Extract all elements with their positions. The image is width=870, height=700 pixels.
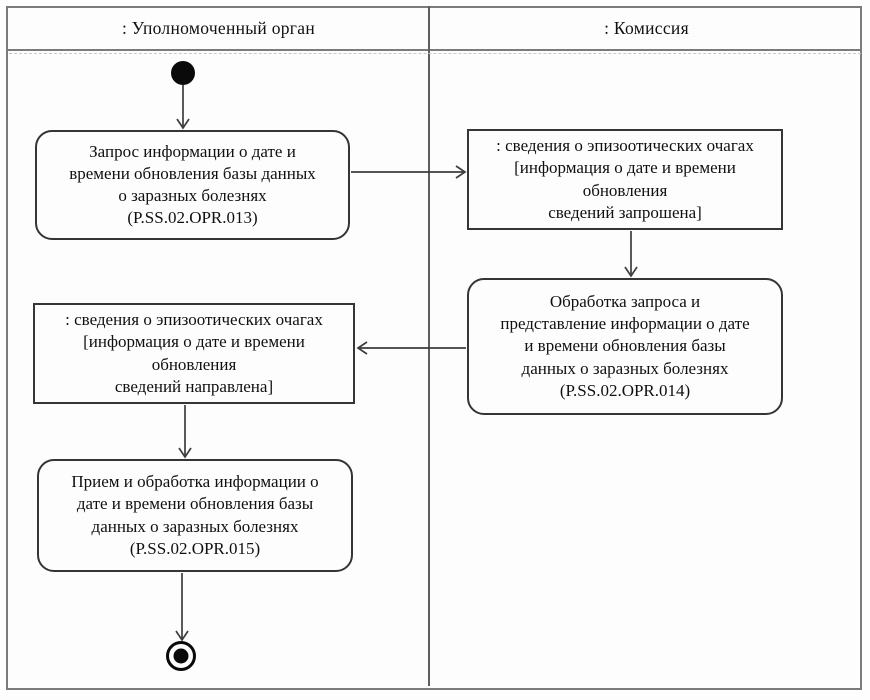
lane-header-commission: : Комиссия (604, 18, 689, 38)
object-node-request: : сведения о эпизоотических очагах [инфо… (467, 129, 783, 230)
activity-node-opr-015: Прием и обработка информации о дате и вр… (37, 459, 353, 572)
lane-header-authorized-body: : Уполномоченный орган (121, 18, 316, 38)
header-dashed-line (9, 53, 861, 54)
diagram-frame (6, 6, 862, 690)
activity-node-opr-013: Запрос информации о дате и времени обнов… (35, 130, 350, 240)
lane-divider (428, 6, 430, 686)
object-node-response: : сведения о эпизоотических очагах [инфо… (33, 303, 355, 404)
lane-header-row: : Уполномоченный орган : Комиссия (8, 8, 862, 51)
activity-node-opr-014: Обработка запроса и представление информ… (467, 278, 783, 415)
